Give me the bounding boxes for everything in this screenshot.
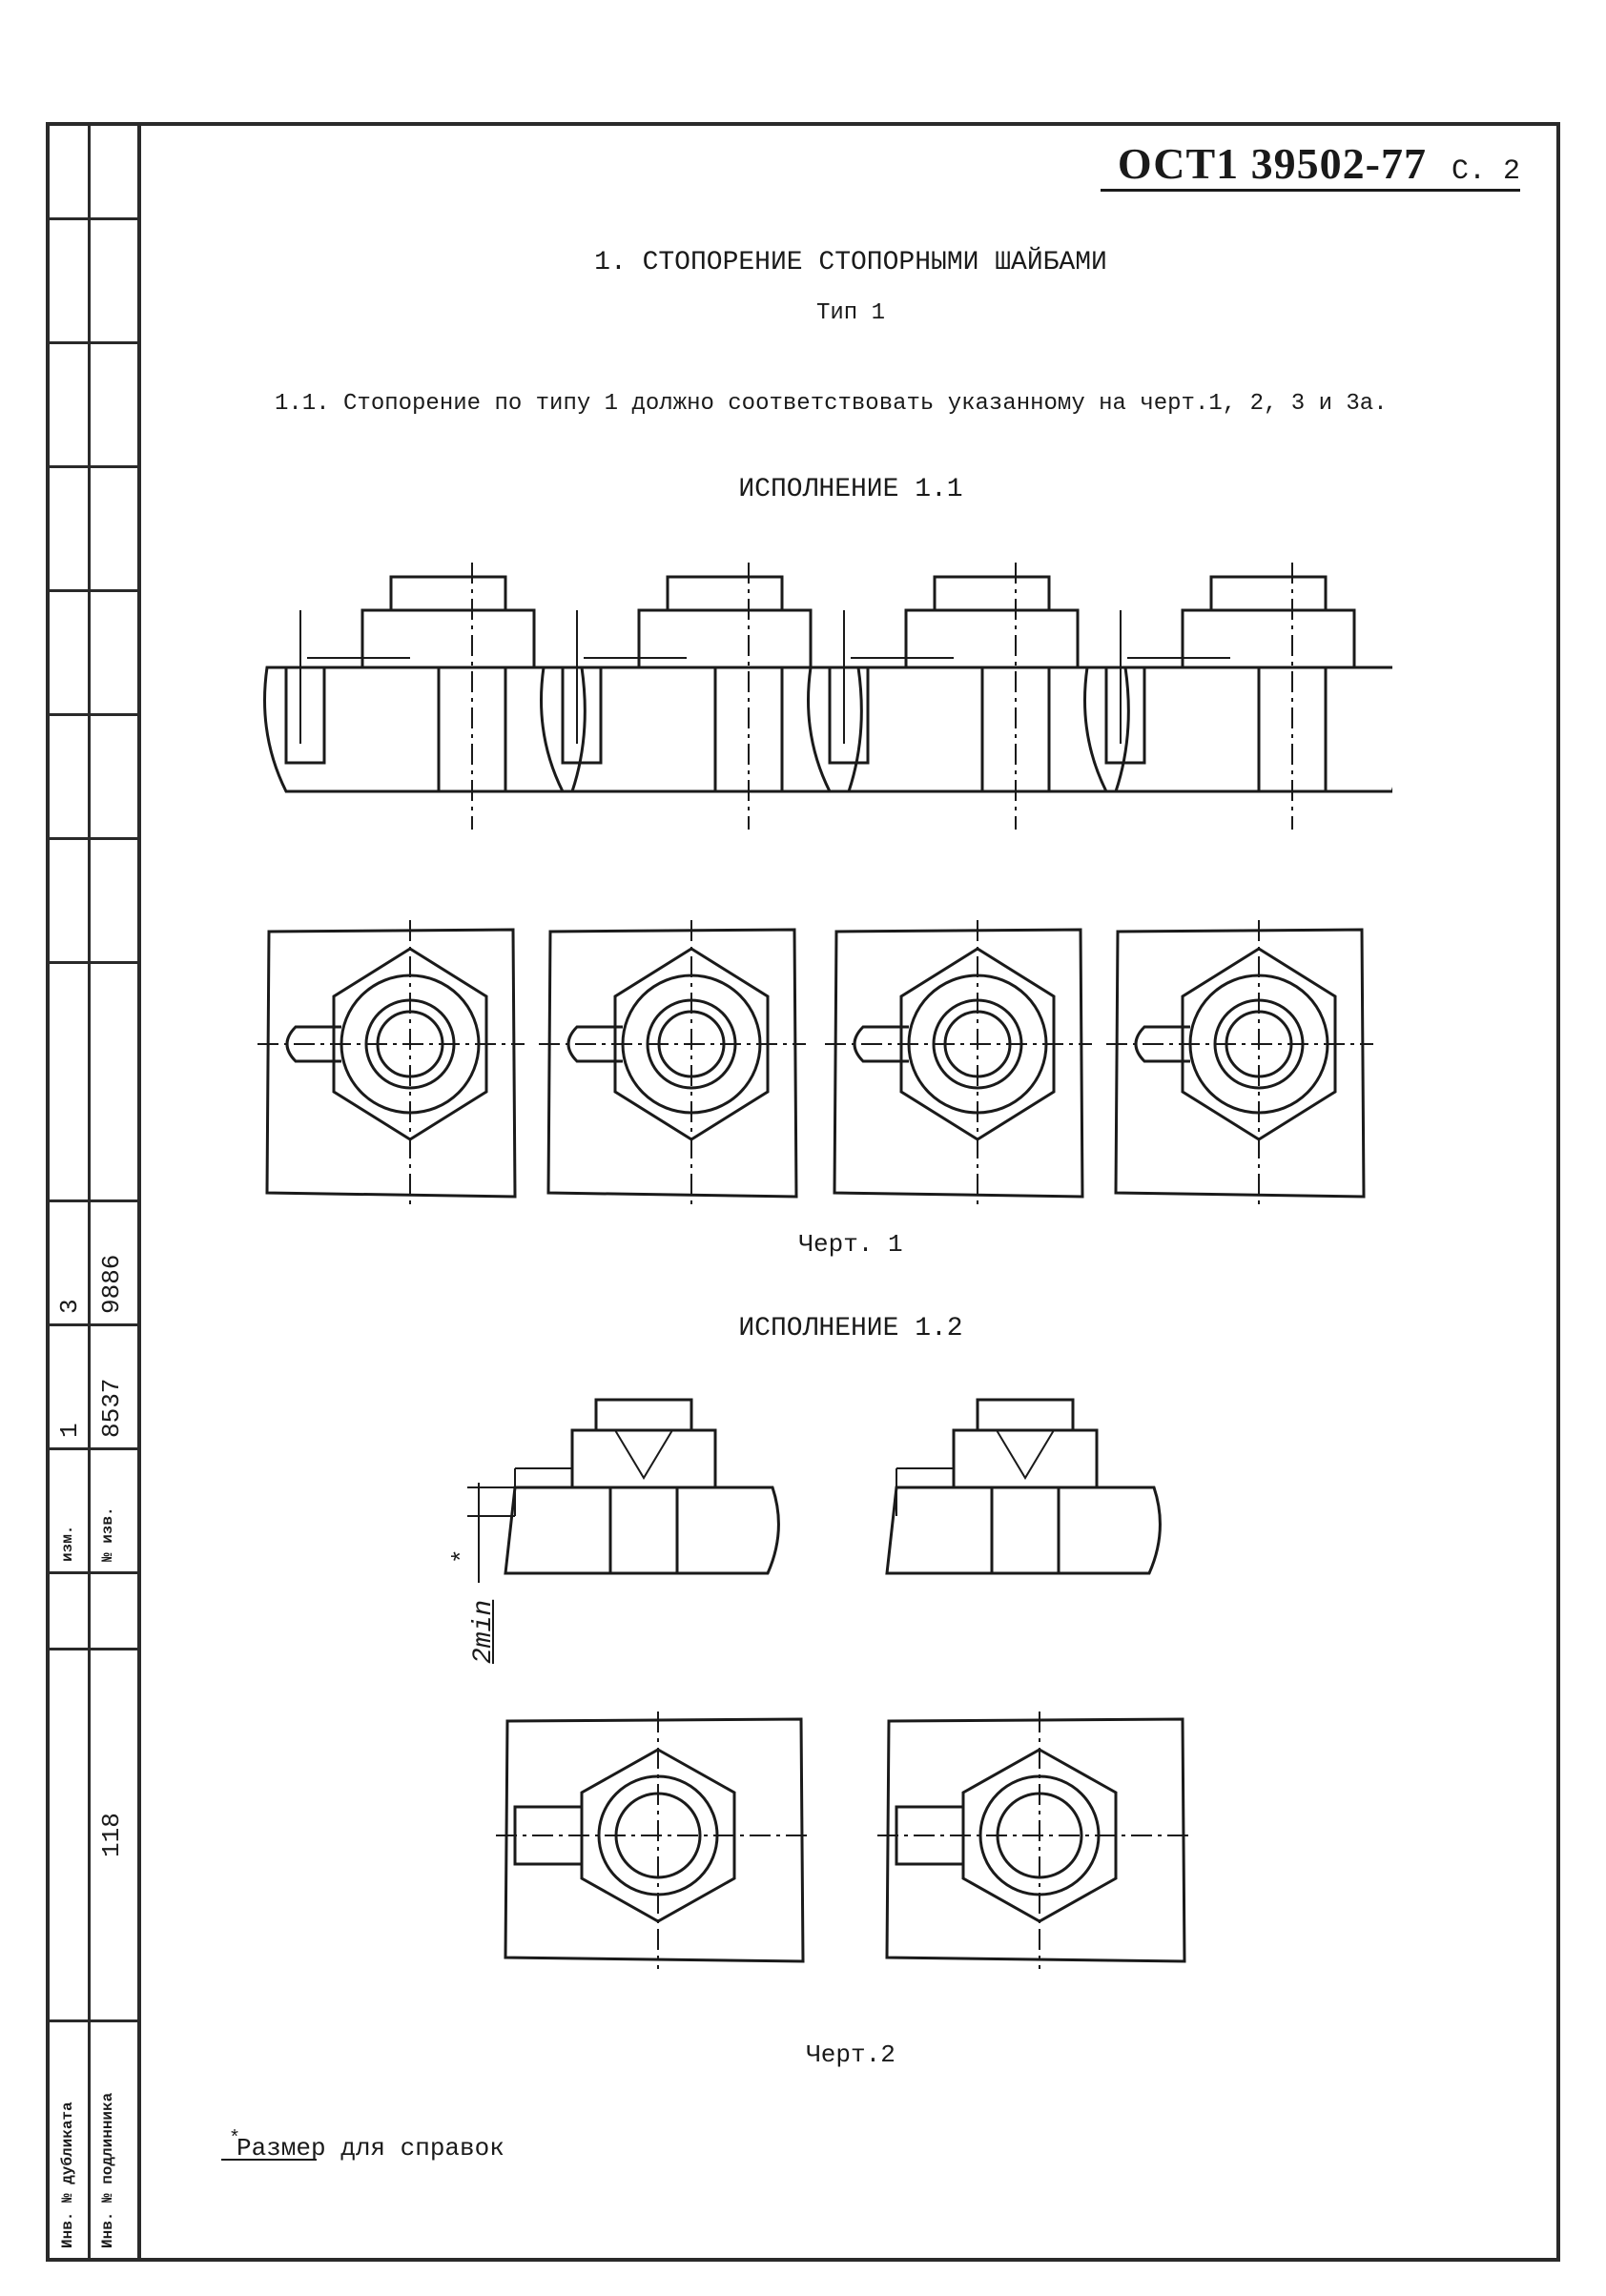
strip-col1-label: изм.	[59, 1525, 76, 1562]
header-underline	[1101, 189, 1520, 192]
drawing-2-sections	[467, 1398, 1162, 1583]
type-label: Тип 1	[815, 300, 885, 326]
section-title: 1. СТОПОРЕНИЕ СТОПОРНЫМИ ШАЙБАМИ	[594, 248, 1107, 277]
drawing-2-plans	[496, 1712, 1194, 1969]
footnote-text: Размер для справок	[237, 2134, 504, 2163]
strip-inv-podl: Инв. № подлинника	[99, 2092, 116, 2248]
strip-col2-value-8537: 8537	[97, 1378, 126, 1438]
footnote-rule	[221, 2159, 317, 2161]
footnote-mark: *	[229, 2128, 241, 2150]
document-code: ОСТ1 39502-77	[1117, 139, 1427, 188]
drawing-1-sections	[263, 561, 1392, 831]
side-strip: 3 1 изм. 9886 8537 № изв. 118 Инв. № дуб…	[46, 122, 141, 2262]
page-header: ОСТ1 39502-77 С. 2	[1024, 138, 1520, 189]
page-frame	[46, 122, 1560, 2262]
strip-col2-label: № изв.	[99, 1507, 116, 1562]
strip-col2-value-9886: 9886	[97, 1254, 126, 1314]
strip-col1-value-1: 1	[55, 1423, 84, 1438]
variant-1-2-title: ИСПОЛНЕНИЕ 1.2	[738, 1314, 963, 1343]
page-number: С. 2	[1451, 155, 1520, 188]
variant-1-1-title: ИСПОЛНЕНИЕ 1.1	[738, 475, 963, 504]
caption-drawing-2: Черт.2	[806, 2040, 896, 2069]
dimension-star: *	[448, 1548, 477, 1564]
strip-col1-value-3: 3	[55, 1299, 84, 1314]
strip-number: 118	[97, 1813, 126, 1857]
dimension-label: 2min	[469, 1599, 499, 1664]
paragraph-1-1: 1.1. Стопорение по типу 1 должно соответ…	[275, 391, 1388, 417]
caption-drawing-1: Черт. 1	[798, 1230, 903, 1259]
drawing-1-plans	[257, 920, 1375, 1206]
strip-inv-dubl: Инв. № дубликата	[59, 2101, 76, 2248]
footnote: * Размер для справок	[229, 2128, 504, 2163]
